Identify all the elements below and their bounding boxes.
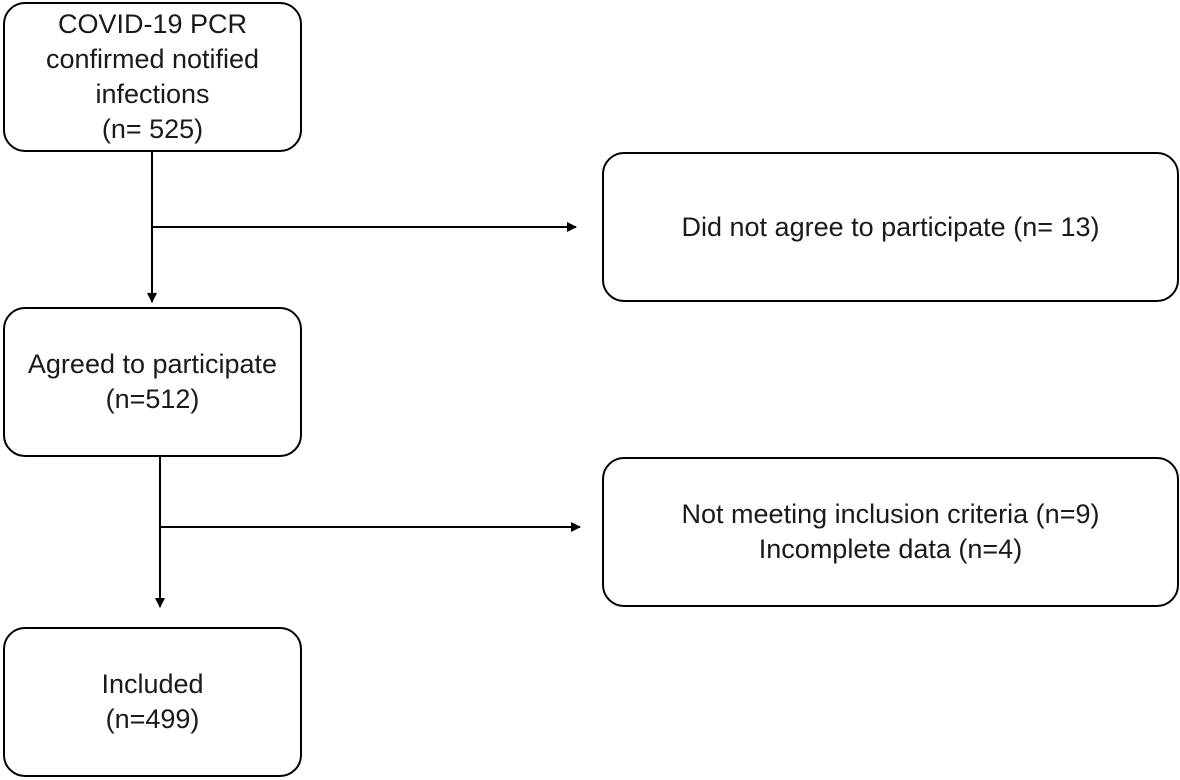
box-did-not-agree-line-1: Did not agree to participate (n= 13) (681, 211, 1100, 242)
box-excluded-line-1: Not meeting inclusion criteria (n=9) (681, 499, 1100, 529)
box-covid-line-1: COVID-19 PCR (57, 9, 248, 39)
box-did-not-agree: Did not agree to participate (n= 13) (602, 152, 1179, 302)
box-agreed-to-participate: Agreed to participate (n=512) (3, 307, 302, 457)
box-covid-line-3: infections (95, 79, 210, 109)
box-agreed-line-1: Agreed to participate (27, 349, 278, 379)
box-excluded: Not meeting inclusion criteria (n=9) Inc… (602, 457, 1179, 607)
box-covid-line-2: confirmed notified (45, 44, 260, 74)
box-covid-line-4: (n= 525) (101, 114, 204, 144)
box-included: Included (n=499) (3, 627, 302, 777)
box-agreed-line-2: (n=512) (105, 384, 200, 414)
box-covid-infections: COVID-19 PCR confirmed notified infectio… (3, 2, 302, 152)
box-included-line-2: (n=499) (105, 704, 200, 734)
box-included-line-1: Included (101, 669, 204, 699)
box-excluded-line-2: Incomplete data (n=4) (758, 534, 1023, 564)
